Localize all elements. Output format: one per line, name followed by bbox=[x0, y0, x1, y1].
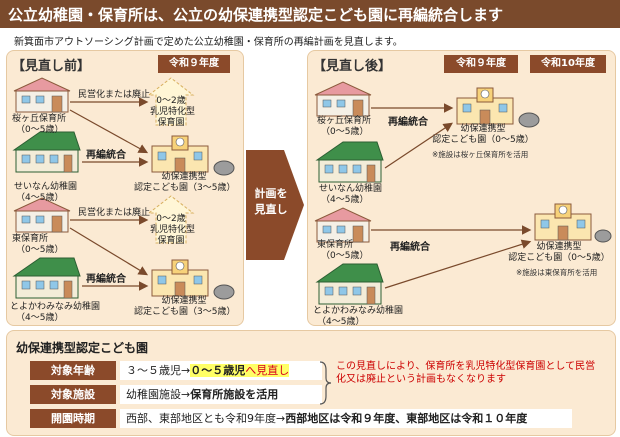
review-arrow-shape bbox=[246, 150, 304, 260]
review-arrow-label: 計画を見直し bbox=[254, 187, 288, 216]
kindergarten-name: せいなん幼稚園 bbox=[14, 182, 78, 192]
kodomoen-building-icon bbox=[151, 135, 235, 176]
nursery-age: （0～5歳） bbox=[16, 245, 64, 255]
before-year-header: 令和９年度 bbox=[158, 55, 230, 73]
merge-label: 再編統合 bbox=[388, 117, 428, 128]
nursery-building-icon bbox=[13, 77, 71, 113]
nursery-name: 東保育所 bbox=[12, 234, 49, 244]
merge-label: 再編統合 bbox=[86, 274, 126, 285]
facility-note: ※施設は桜ヶ丘保育所を活用 bbox=[432, 150, 529, 159]
before-diagram bbox=[12, 77, 235, 300]
after-title: 【見直し後】 bbox=[313, 59, 392, 74]
page-subtitle: 新箕面市アウトソーシング計画で定めた公立幼稚園・保育所の再編計画を見直します。 bbox=[14, 37, 403, 48]
row-label-opening: 開園時期 bbox=[30, 409, 116, 428]
arrow bbox=[69, 109, 149, 154]
kodomoen-label: 幼保連携型認定こども園（3～5歳） bbox=[134, 172, 236, 193]
kindergarten-age: （4～5歳） bbox=[16, 313, 64, 323]
merge-label: 再編統合 bbox=[86, 150, 126, 161]
nursery-age: （0～5歳） bbox=[321, 127, 369, 137]
infant-center-dashed-arrow bbox=[147, 195, 195, 244]
nursery-age: （0～5歳） bbox=[321, 251, 369, 261]
row-label-age: 対象年齢 bbox=[30, 361, 116, 380]
kindergarten-name: せいなん幼稚園 bbox=[319, 184, 383, 194]
review-callout: この見直しにより、保育所を乳児特化型保育園として民営化又は廃止という計画もなくな… bbox=[336, 361, 596, 385]
brace-icon bbox=[319, 361, 332, 405]
kindergarten-name: とよかわみなみ幼稚園 bbox=[10, 302, 101, 312]
merge-label: 再編統合 bbox=[390, 242, 430, 253]
kindergarten-building-icon bbox=[315, 263, 384, 305]
nursery-name: 東保育所 bbox=[317, 240, 354, 250]
arrow bbox=[384, 239, 532, 289]
privatize-label: 民営化または廃止 bbox=[78, 208, 151, 218]
summary-title: 幼保連携型認定こども園 bbox=[16, 341, 149, 355]
kodomoen-building-icon bbox=[534, 203, 612, 243]
kindergarten-age: （4～5歳） bbox=[317, 317, 365, 327]
kodomoen-label: 幼保連携型認定こども園（0～5歳） bbox=[432, 124, 534, 145]
nursery-name: 桜ヶ丘保育所 bbox=[12, 114, 67, 124]
before-title: 【見直し前】 bbox=[12, 59, 91, 74]
kindergarten-name: とよかわみなみ幼稚園 bbox=[313, 306, 404, 316]
page-title: 公立幼稚園・保育所は、公立の幼保連携型認定こども園に再編統合します bbox=[8, 6, 504, 24]
after-year1-header: 令和９年度 bbox=[444, 55, 518, 73]
infant-center-dashed-arrow bbox=[147, 77, 195, 126]
row-value-opening: 西部、東部地区とも令和9年度→西部地区は令和９年度、東部地区は令和１０年度 bbox=[120, 409, 572, 428]
nursery-name: 桜ヶ丘保育所 bbox=[317, 116, 372, 126]
kodomoen-building-icon bbox=[456, 87, 540, 128]
kindergarten-age: （4～5歳） bbox=[321, 195, 369, 205]
kodomoen-label: 幼保連携型認定こども園（3～5歳） bbox=[134, 296, 236, 317]
nursery-age: （0～5歳） bbox=[16, 125, 64, 135]
nursery-building-icon bbox=[13, 197, 71, 233]
kindergarten-building-icon bbox=[12, 131, 81, 173]
kindergarten-building-icon bbox=[12, 257, 81, 299]
kindergarten-age: （4～5歳） bbox=[16, 193, 64, 203]
after-year2-header: 令和10年度 bbox=[530, 55, 606, 73]
privatize-label: 民営化または廃止 bbox=[78, 90, 151, 100]
row-value-age: ３～５歳児→０～５歳児へ見直し bbox=[120, 361, 322, 380]
facility-note: ※施設は東保育所を活用 bbox=[516, 268, 598, 277]
kodomoen-label: 幼保連携型認定こども園（0～5歳） bbox=[508, 242, 610, 263]
nursery-building-icon bbox=[314, 207, 372, 243]
arrow bbox=[69, 227, 149, 276]
infant-center-label: 0～2歳乳児特化型保育園 bbox=[150, 96, 196, 128]
title-bar bbox=[0, 0, 620, 28]
row-value-facility: 幼稚園施設→保育所施設を活用 bbox=[120, 385, 322, 404]
nursery-building-icon bbox=[314, 81, 372, 117]
arrow bbox=[384, 122, 453, 169]
infant-center-label: 0～2歳乳児特化型保育園 bbox=[150, 214, 196, 246]
row-label-facility: 対象施設 bbox=[30, 385, 116, 404]
kodomoen-building-icon bbox=[151, 259, 235, 300]
kindergarten-building-icon bbox=[315, 141, 384, 183]
after-diagram bbox=[314, 81, 612, 305]
